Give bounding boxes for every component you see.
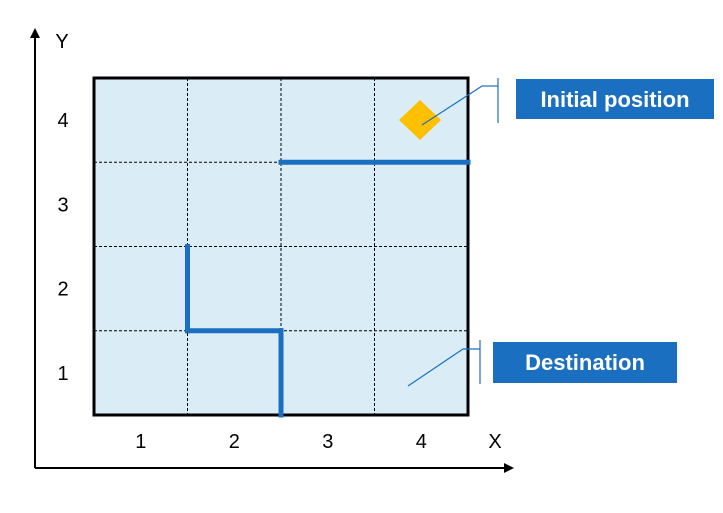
initial-callout-label: Initial position bbox=[540, 87, 689, 112]
walls bbox=[185, 159, 471, 418]
x-axis-label: X bbox=[488, 431, 501, 453]
y-axis-label: Y bbox=[55, 31, 68, 53]
initial-callout-leader bbox=[421, 85, 483, 126]
x-tick-label: 1 bbox=[135, 431, 146, 453]
y-tick-label: 1 bbox=[57, 363, 68, 385]
x-tick-labels: 1 2 3 4 bbox=[135, 431, 427, 453]
destination-callout-leader bbox=[407, 348, 464, 387]
destination-callout-box bbox=[493, 342, 677, 383]
y-tick-label: 4 bbox=[57, 110, 68, 132]
x-tick-label: 4 bbox=[416, 431, 427, 453]
x-tick-label: 3 bbox=[322, 431, 333, 453]
y-tick-labels: 1 2 3 4 bbox=[57, 110, 68, 385]
y-tick-label: 3 bbox=[57, 194, 68, 216]
initial-position-marker bbox=[399, 100, 441, 140]
destination-callout-label: Destination bbox=[525, 350, 645, 375]
x-tick-label: 2 bbox=[229, 431, 240, 453]
initial-position-callout: Initial position bbox=[421, 78, 714, 126]
initial-callout-box bbox=[516, 79, 714, 119]
destination-callout: Destination bbox=[407, 340, 677, 387]
y-tick-label: 2 bbox=[57, 279, 68, 301]
